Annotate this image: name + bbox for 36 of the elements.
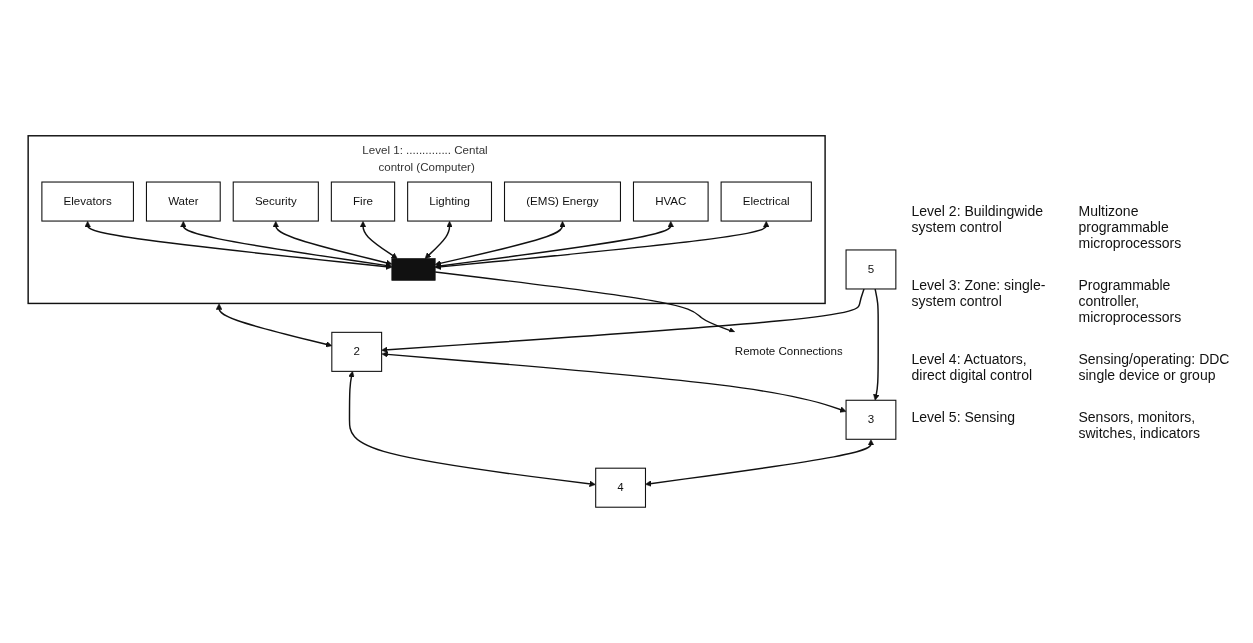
arrow (434, 221, 566, 267)
level-description: Multizone programmable microprocessors (1078, 202, 1183, 251)
level-description: Sensors, monitors, switches, indicators (1078, 408, 1201, 441)
level-description: Programmable controller, microprocessors (1078, 276, 1183, 325)
level-description: Level 5: Sensing (911, 408, 1017, 427)
arrow (347, 371, 596, 487)
arrow (381, 351, 846, 413)
arrow (179, 221, 392, 269)
node-box: Elevators (40, 181, 134, 222)
node-bar (390, 258, 436, 281)
level-description: Level 4: Actuators, direct digital control (911, 350, 1034, 383)
node-box: 5 (845, 249, 896, 290)
node-box: (EMS) Energy (503, 181, 621, 222)
node-box: Security (232, 181, 319, 222)
arrow (359, 221, 398, 259)
node-text: Remote Connections (734, 345, 843, 358)
level-description: Sensing/operating: DDC single device or group (1078, 350, 1231, 383)
arrow (424, 221, 453, 259)
arrow (433, 271, 735, 334)
level-description: Level 2: Buildingwide system control (911, 202, 1045, 237)
arrow (84, 221, 392, 270)
node-box: Electrical (720, 181, 812, 222)
node-box: Fire (330, 181, 395, 222)
node-box: 3 (845, 399, 896, 440)
node-box: 2 (330, 331, 382, 372)
node-box: HVAC (632, 181, 709, 222)
node-box: 4 (594, 467, 646, 508)
arrow (215, 303, 332, 348)
node-box: Water (145, 181, 221, 222)
arrow (272, 221, 392, 266)
arrow (644, 439, 874, 487)
arrow (434, 221, 769, 270)
level-description: Level 3: Zone: single-system control (911, 276, 1047, 311)
arrow (434, 221, 674, 269)
node-box: Lighting (406, 181, 492, 222)
arrow (872, 288, 879, 401)
